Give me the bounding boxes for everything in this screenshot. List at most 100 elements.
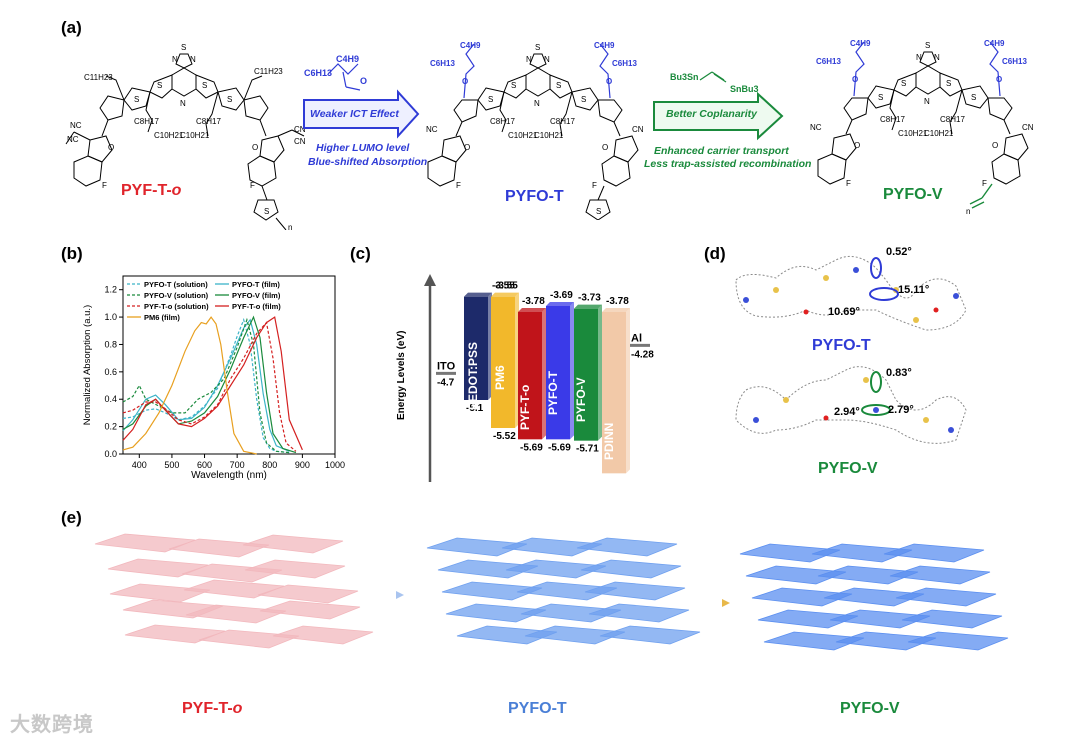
stack-sheet-2-1-2 (889, 565, 991, 585)
c4h9-label-arrow: C4H9 (336, 54, 360, 64)
stack-sheet-1-1-2 (580, 559, 682, 579)
svg-text:N: N (534, 99, 540, 108)
c10h21-right: C10H21 (180, 131, 210, 140)
y-tick-label-5: 1.0 (104, 312, 117, 322)
svg-text:N: N (934, 53, 940, 62)
svg-text:S: S (556, 81, 561, 90)
svg-text:NC: NC (426, 125, 438, 134)
series-line-6 (122, 316, 257, 455)
dft-structures (735, 255, 967, 444)
y-tick-label-4: 0.8 (104, 339, 117, 349)
stack-name-pyf-t-o: PYF-T-o (182, 700, 242, 718)
dft-name-pyfo-v: PYFO-V (818, 460, 878, 477)
svg-text:N: N (544, 55, 550, 64)
level-bar-side-4 (570, 302, 574, 440)
stack-sheet-1-0-2 (576, 537, 678, 557)
level-top-label-3: -3.78 (522, 296, 545, 307)
svg-text:N: N (180, 99, 186, 108)
panel-b-label: (b) (61, 244, 83, 263)
c10h21-right-3: C10H21 (924, 129, 954, 138)
level-bottom-label-1: -5.1 (466, 403, 484, 414)
svg-text:S: S (181, 43, 186, 52)
x-axis-label: Wavelength (nm) (191, 470, 267, 481)
electrode-value-0: -4.7 (437, 377, 455, 388)
svg-text:S: S (157, 81, 162, 90)
svg-text:N: N (172, 55, 178, 64)
c6h13-left-blue-3: C6H13 (816, 57, 841, 66)
enhanced-transport-note: Enhanced carrier transport (654, 145, 789, 157)
arrow-weaker-ict (303, 63, 420, 139)
c8h17-left-2: C8H17 (490, 117, 515, 126)
svg-text:S: S (535, 43, 540, 52)
x-tick-label-0: 400 (132, 460, 147, 470)
level-top-label-6: -3.78 (606, 296, 629, 307)
level-bottom-label-3: -5.69 (520, 442, 543, 453)
svg-text:NC: NC (70, 121, 82, 130)
c10h21-left-3: C10H21 (898, 129, 928, 138)
angle-pyfo-t-2: 15.11° (898, 284, 930, 296)
c6h13-right-blue-3: C6H13 (1002, 57, 1027, 66)
stack-sheet-2-3-2 (901, 609, 1003, 629)
svg-text:F: F (846, 179, 851, 188)
energy-level-diagram: ITO-4.7-3.55-5.1-3.55-5.52-3.78-5.69-3.6… (436, 281, 654, 474)
svg-text:CN: CN (632, 125, 644, 134)
svg-text:S: S (581, 95, 586, 104)
c4h9-left-blue: C4H9 (460, 41, 481, 50)
stack-sheet-1-3-2 (588, 603, 690, 623)
stack-name-pyfo-v: PYFO-V (840, 700, 900, 717)
series-line-2 (122, 317, 290, 454)
panel-c-label: (c) (350, 244, 371, 263)
svg-text:S: S (488, 95, 493, 104)
stack-sheet-0-4-2 (272, 625, 374, 645)
svg-text:n: n (288, 223, 292, 230)
svg-text:S: S (596, 207, 601, 216)
c11h23-right: C11H23 (254, 67, 283, 76)
y-tick-label-1: 0.2 (104, 422, 117, 432)
svg-text:S: S (264, 207, 269, 216)
svg-text:CN: CN (294, 125, 306, 134)
svg-text:F: F (102, 181, 107, 190)
level-top-label-2: -3.55 (495, 281, 518, 292)
molecule-name-pyfo-v: PYFO-V (883, 186, 943, 203)
svg-text:O: O (108, 143, 114, 152)
molecule-name-pyf-t-o: PYF-T-o (121, 182, 181, 200)
c6h13-right-blue: C6H13 (612, 59, 637, 68)
level-bar-top-1 (464, 292, 492, 297)
molecule-name-suffix: o (171, 182, 182, 199)
level-bar-5 (574, 308, 598, 441)
better-coplanarity-label: Better Coplanarity (666, 108, 758, 120)
svg-text:S: S (878, 93, 883, 102)
bar-label-pyfo-v: PYFO-V (574, 377, 588, 422)
energy-axis-arrow (424, 274, 436, 482)
angle-pyfo-v-2: 2.94° (834, 406, 860, 418)
x-tick-label-2: 600 (197, 460, 212, 470)
x-tick-label-5: 900 (295, 460, 310, 470)
level-bar-side-6 (626, 308, 630, 474)
c6h13-left-blue: C6H13 (430, 59, 455, 68)
level-bar-6 (602, 312, 626, 474)
level-top-label-1: -3.55 (492, 281, 515, 292)
stack-sheet-1-4-2 (599, 625, 701, 645)
stack-sheet-0-0-2 (242, 534, 344, 554)
svg-text:O: O (854, 141, 860, 150)
svg-text:O: O (992, 141, 998, 150)
legend-label-3: PYFO-V (film) (232, 291, 281, 300)
arrow-better-coplanarity (653, 71, 784, 141)
series-line-4 (122, 321, 297, 452)
svg-text:S: S (511, 81, 516, 90)
svg-text:O: O (602, 143, 608, 152)
svg-text:S: S (946, 79, 951, 88)
series-line-1 (122, 318, 290, 452)
molecule-name-prefix: PYF-T- (121, 182, 172, 199)
level-bar-top-4 (546, 302, 574, 306)
legend-label-2: PYFO-V (solution) (144, 291, 209, 300)
arrow-1-e (358, 591, 404, 599)
level-bottom-label-2: -5.52 (493, 431, 516, 442)
svg-text:N: N (190, 55, 196, 64)
stack-sheet-2-0-2 (883, 543, 985, 563)
c10h21-left: C10H21 (154, 131, 184, 140)
svg-text:CN: CN (1022, 123, 1034, 132)
bar-label-pyfo-t: PYFO-T (546, 371, 560, 415)
